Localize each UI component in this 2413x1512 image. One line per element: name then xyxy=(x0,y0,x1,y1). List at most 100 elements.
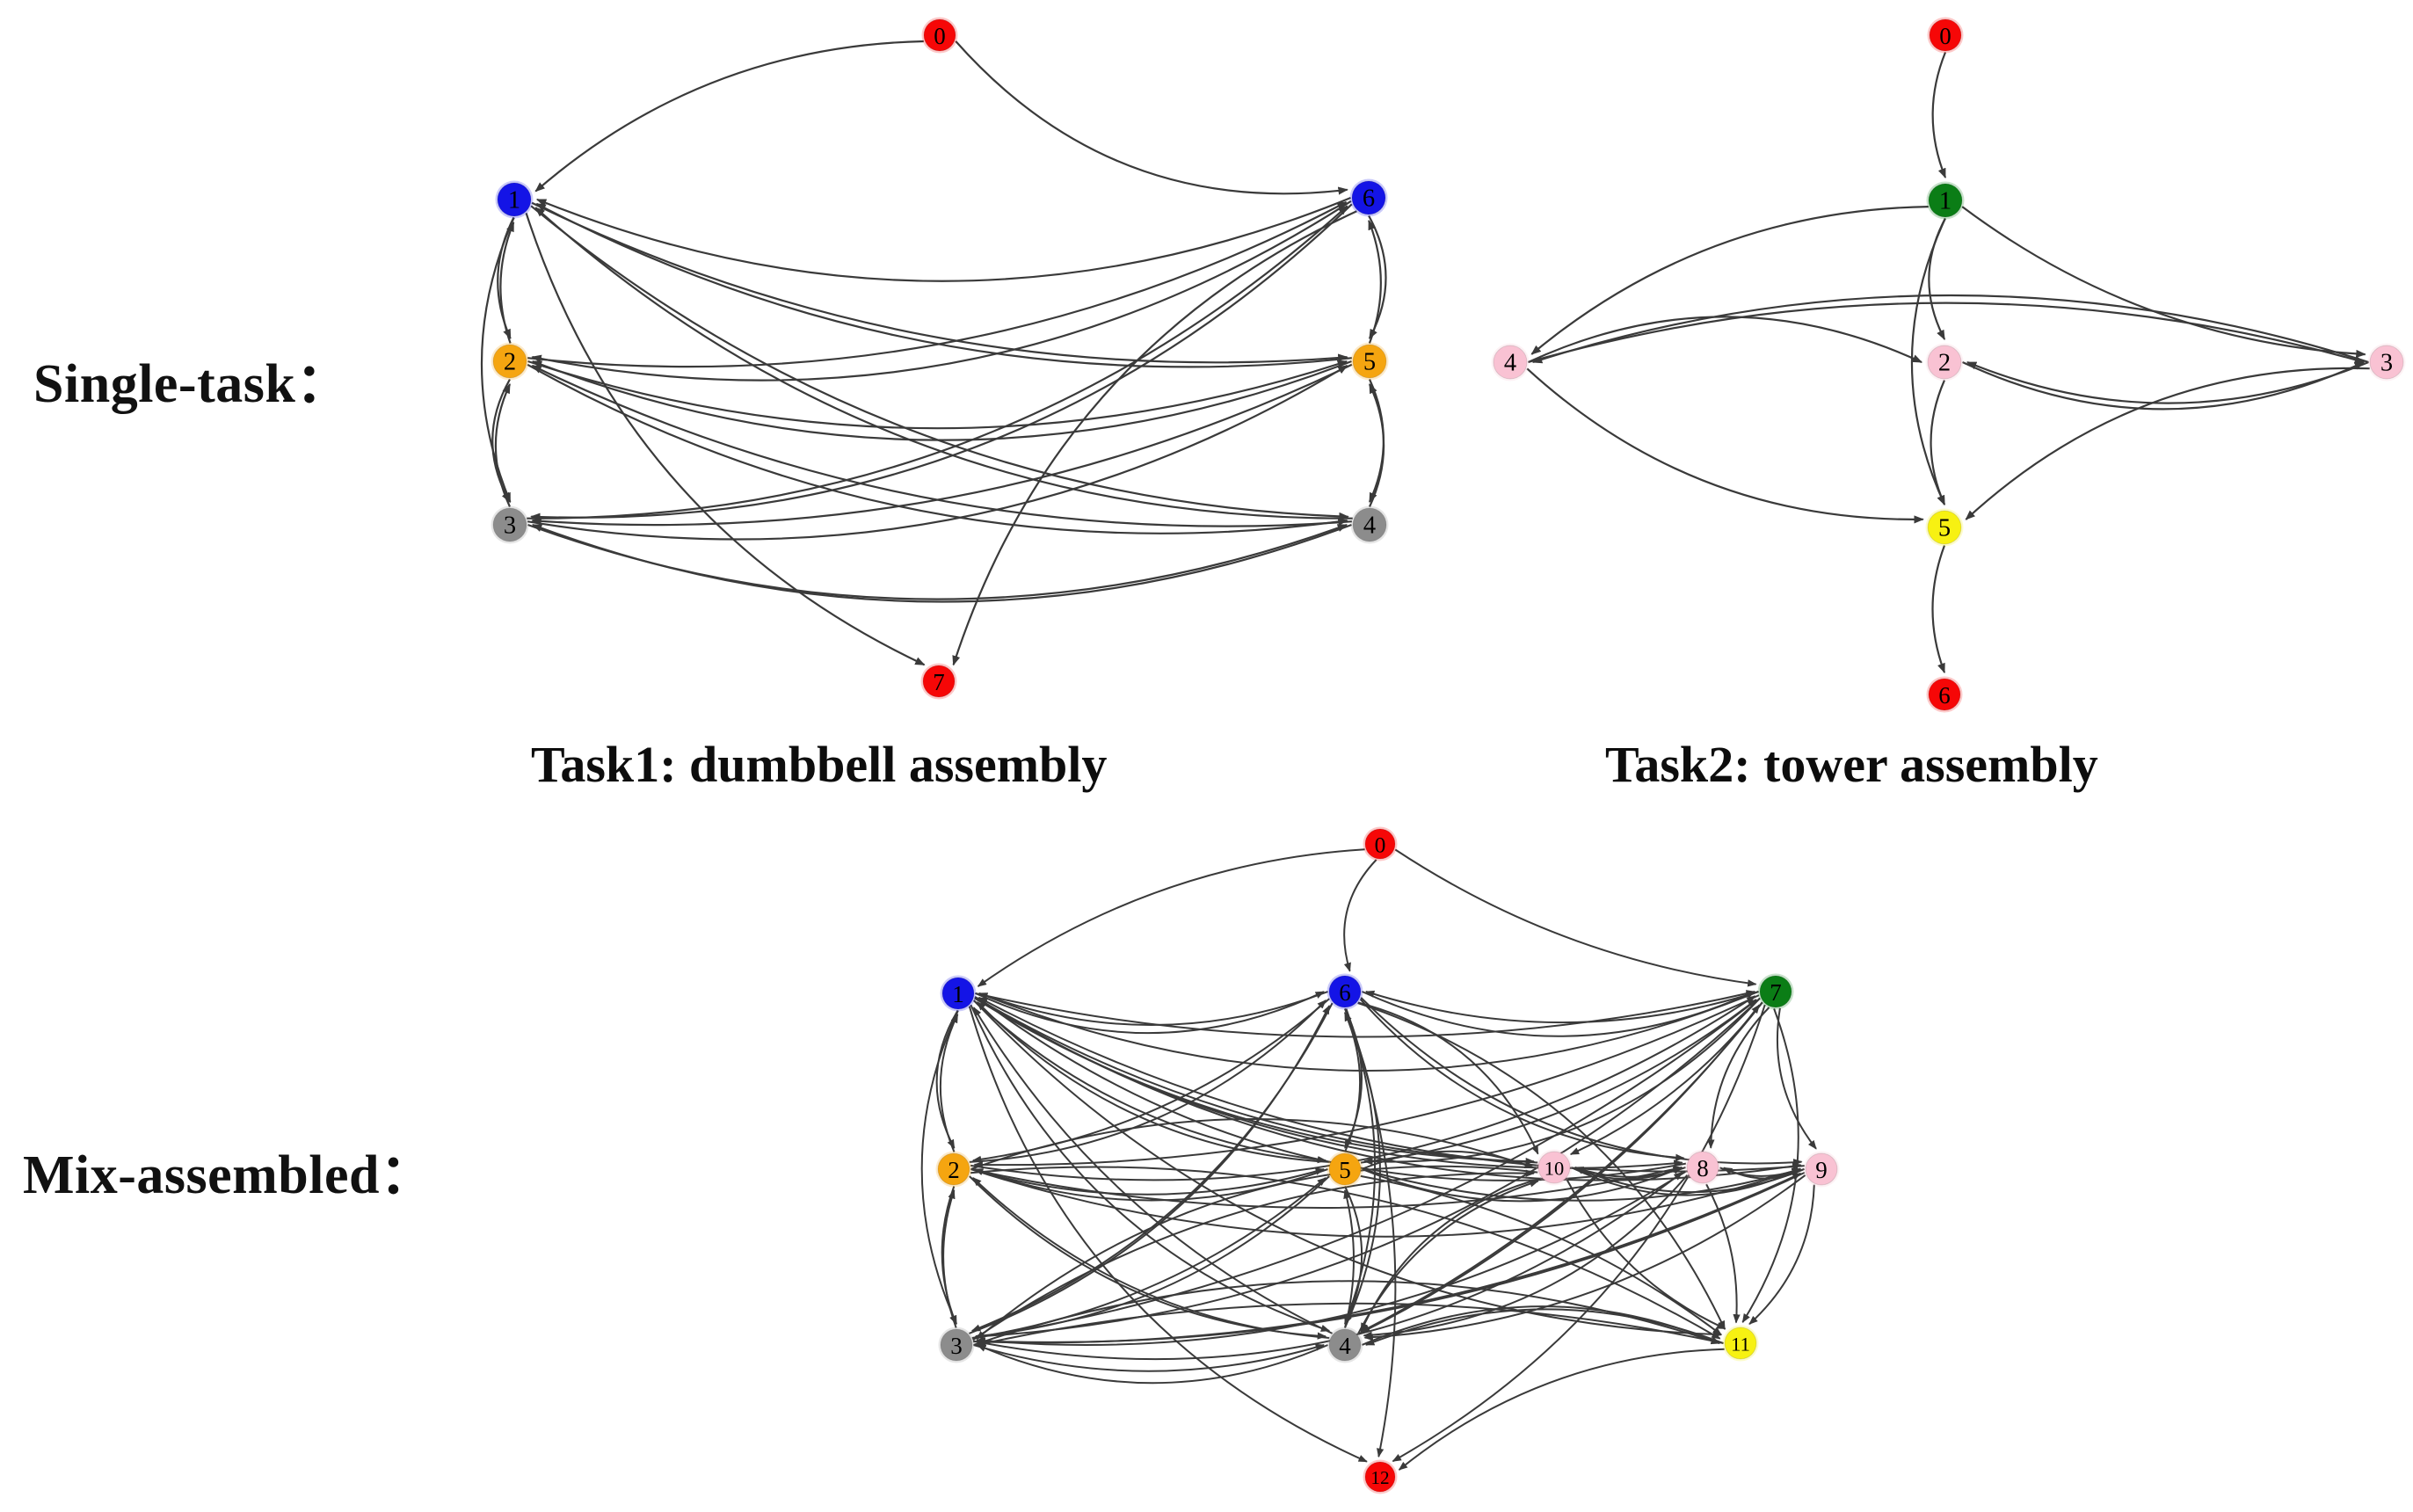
graph-node-label: 3 xyxy=(504,512,516,540)
graph-edge xyxy=(534,207,1353,520)
graph-node-8[interactable]: 8 xyxy=(1684,1149,1721,1186)
graph-node-1[interactable]: 1 xyxy=(1926,181,1965,220)
task1-edge-layer xyxy=(480,40,1387,666)
graph-edge xyxy=(527,205,1348,520)
graph-node-3[interactable]: 3 xyxy=(938,1327,975,1363)
graph-edge xyxy=(1566,1178,1726,1330)
graph-node-3[interactable]: 3 xyxy=(2367,343,2406,382)
graph-node-label: 1 xyxy=(508,187,520,214)
graph-node-4[interactable]: 4 xyxy=(1350,505,1389,544)
graph-edge xyxy=(969,1000,1326,1163)
graph-edge xyxy=(1365,990,1759,1024)
graph-node-1[interactable]: 1 xyxy=(940,975,977,1012)
graph-edge xyxy=(1965,367,2370,520)
graph-edge xyxy=(1707,1007,1770,1149)
graph-edge xyxy=(970,1167,1801,1238)
graph-node-label: 3 xyxy=(2380,350,2393,377)
graph-edge xyxy=(1776,1007,1817,1150)
graph-edge xyxy=(527,200,1348,368)
graph-edge xyxy=(952,210,1357,666)
graph-node-2[interactable]: 2 xyxy=(491,342,529,381)
graph-edge xyxy=(1748,1184,1815,1325)
graph-edge xyxy=(535,202,1353,368)
graph-node-4[interactable]: 4 xyxy=(1491,343,1530,382)
graph-node-10[interactable]: 10 xyxy=(1536,1149,1573,1186)
graph-edge xyxy=(1362,991,1755,1037)
graph-edge xyxy=(1966,360,2369,404)
graph-edge xyxy=(971,1177,1326,1339)
graph-edge xyxy=(971,999,1757,1340)
graph-node-0[interactable]: 0 xyxy=(921,17,958,54)
graph-edge xyxy=(499,221,515,344)
graph-node-label: 7 xyxy=(933,669,945,695)
graph-node-0[interactable]: 0 xyxy=(1927,17,1964,54)
graph-edge xyxy=(1369,382,1385,507)
task2-node-layer: 0 1 4 2 3 5 6 xyxy=(1491,17,2406,713)
graph-edge xyxy=(1344,1186,1363,1325)
graph-edge xyxy=(1530,206,1929,355)
graph-edge xyxy=(1368,219,1382,344)
graph-edge xyxy=(525,213,926,666)
graph-node-6[interactable]: 6 xyxy=(1326,973,1363,1010)
graph-node-4[interactable]: 4 xyxy=(1326,1327,1363,1363)
graph-edge xyxy=(1526,367,1924,524)
graph-node-11[interactable]: 11 xyxy=(1722,1325,1759,1362)
graph-node-7[interactable]: 7 xyxy=(920,663,957,700)
task2-tower-assembly-graph: 0 1 4 2 3 5 6 xyxy=(1450,0,2413,730)
graph-edge xyxy=(976,1165,1538,1340)
graph-node-label: 8 xyxy=(1697,1155,1709,1181)
graph-node-label: 2 xyxy=(948,1157,960,1183)
graph-node-label: 4 xyxy=(1339,1333,1351,1359)
graph-edge xyxy=(972,1177,1330,1339)
graph-edge xyxy=(974,1175,1330,1340)
graph-edge xyxy=(1343,859,1377,972)
mix-svg: 0 1 6 7 2 5 10 8 9 3 4 11 12 xyxy=(920,826,1840,1494)
graph-edge xyxy=(973,1343,1325,1372)
graph-edge xyxy=(1363,997,1761,1166)
graph-node-label: 4 xyxy=(1363,512,1376,540)
graph-node-12[interactable]: 12 xyxy=(1363,1459,1398,1494)
mix-assembled-graph: 0 1 6 7 2 5 10 8 9 3 4 11 12 xyxy=(888,826,1857,1512)
graph-node-7[interactable]: 7 xyxy=(1757,973,1794,1010)
graph-edge xyxy=(975,991,1325,1035)
task1-dumbbell-assembly-graph: 0 1 6 2 5 3 4 7 xyxy=(422,0,1405,716)
graph-edge xyxy=(977,1344,1328,1385)
task2-edge-layer xyxy=(1526,52,2370,674)
graph-edge xyxy=(1360,1001,1763,1333)
graph-edge xyxy=(970,1002,1334,1332)
graph-node-0[interactable]: 0 xyxy=(1363,826,1398,861)
graph-node-6[interactable]: 6 xyxy=(1926,676,1963,713)
graph-edge xyxy=(1961,206,2366,359)
graph-edge xyxy=(973,994,1760,1169)
graph-edge xyxy=(972,1169,1536,1341)
graph-node-3[interactable]: 3 xyxy=(491,505,529,544)
graph-node-2[interactable]: 2 xyxy=(1925,343,1964,382)
graph-node-label: 7 xyxy=(1770,979,1782,1006)
graph-node-6[interactable]: 6 xyxy=(1349,178,1388,217)
graph-node-2[interactable]: 2 xyxy=(935,1151,972,1188)
single-task-row-label: Single-task： xyxy=(33,354,351,414)
graph-edge xyxy=(531,201,1348,364)
graph-node-9[interactable]: 9 xyxy=(1803,1151,1840,1188)
graph-edge xyxy=(1345,1008,1397,1458)
graph-node-5[interactable]: 5 xyxy=(1925,508,1964,547)
graph-node-label: 4 xyxy=(1504,350,1516,377)
graph-edge xyxy=(1569,1001,1763,1156)
graph-edge xyxy=(978,997,1687,1181)
graph-node-5[interactable]: 5 xyxy=(1350,342,1389,381)
graph-edge xyxy=(1365,1308,1724,1346)
graph-edge xyxy=(1343,1189,1355,1328)
graph-edge xyxy=(977,848,1365,987)
graph-edge xyxy=(975,990,1756,1038)
graph-edge xyxy=(1962,361,2366,411)
graph-node-5[interactable]: 5 xyxy=(1326,1151,1363,1188)
graph-edge xyxy=(527,364,1348,541)
graph-node-1[interactable]: 1 xyxy=(495,180,534,219)
graph-edge xyxy=(1360,1177,1542,1333)
graph-edge xyxy=(531,363,1353,527)
graph-edge xyxy=(955,40,1348,195)
graph-edge xyxy=(971,998,1330,1163)
graph-node-label: 0 xyxy=(1375,832,1386,858)
graph-node-label: 6 xyxy=(1339,979,1351,1006)
mix-assembled-row-label: Mix-assembled： xyxy=(23,1145,435,1205)
